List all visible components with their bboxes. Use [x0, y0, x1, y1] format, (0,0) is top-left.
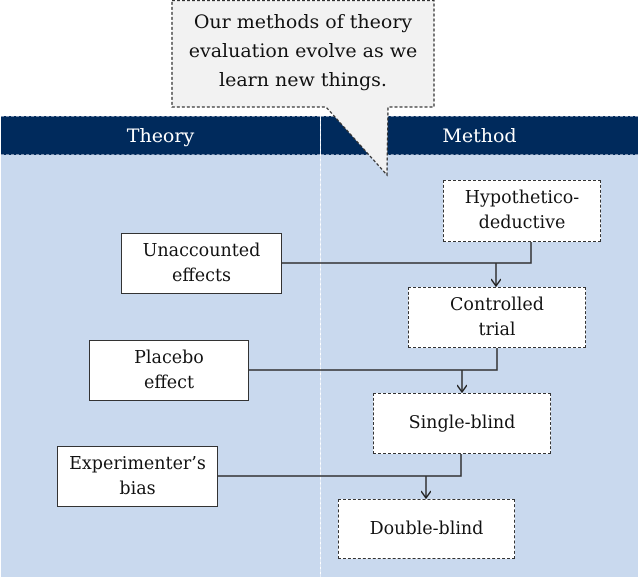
node-label: Double-blind — [369, 518, 484, 539]
theory-node-experimenters-bias: Experimenter’s bias — [57, 446, 218, 507]
theory-node-unaccounted-effects: Unaccounted effects — [121, 233, 282, 294]
node-label: effect — [144, 372, 194, 393]
method-node-double-blind: Double-blind — [338, 499, 515, 559]
connector-single-to-merge — [217, 453, 462, 477]
node-label: Hypothetico- — [464, 188, 580, 208]
callout-text: Our methods of theory evaluation evolve … — [172, 8, 434, 95]
node-label: effects — [172, 265, 231, 286]
node-label: Experimenter’s — [69, 453, 206, 474]
theory-header-label: Theory — [126, 124, 195, 147]
callout-line: Our methods of theory — [193, 11, 413, 33]
method-node-hypothetico-deductive: Hypothetico- deductive — [443, 180, 601, 242]
node-label: Controlled — [450, 294, 544, 315]
column-divider — [320, 116, 321, 577]
callout-line: evaluation evolve as we — [188, 40, 418, 62]
method-node-single-blind: Single-blind — [373, 393, 551, 454]
method-node-controlled-trial: Controlled trial — [408, 287, 586, 348]
connector-hypothetico-to-merge — [281, 241, 532, 264]
connector-controlled-to-merge — [248, 347, 498, 371]
node-label: bias — [119, 478, 156, 499]
theory-node-placebo-effect: Placebo effect — [89, 340, 249, 401]
node-label: Single-blind — [408, 413, 516, 433]
node-label: Placebo — [134, 347, 204, 368]
theory-column-header: Theory — [1, 116, 320, 155]
callout-line: learn new things. — [219, 69, 387, 91]
callout-bubble — [171, 0, 435, 177]
node-label: Unaccounted — [142, 240, 261, 261]
node-label: trial — [478, 319, 516, 340]
method-header-label: Method — [442, 124, 517, 147]
node-label: deductive — [478, 213, 566, 233]
